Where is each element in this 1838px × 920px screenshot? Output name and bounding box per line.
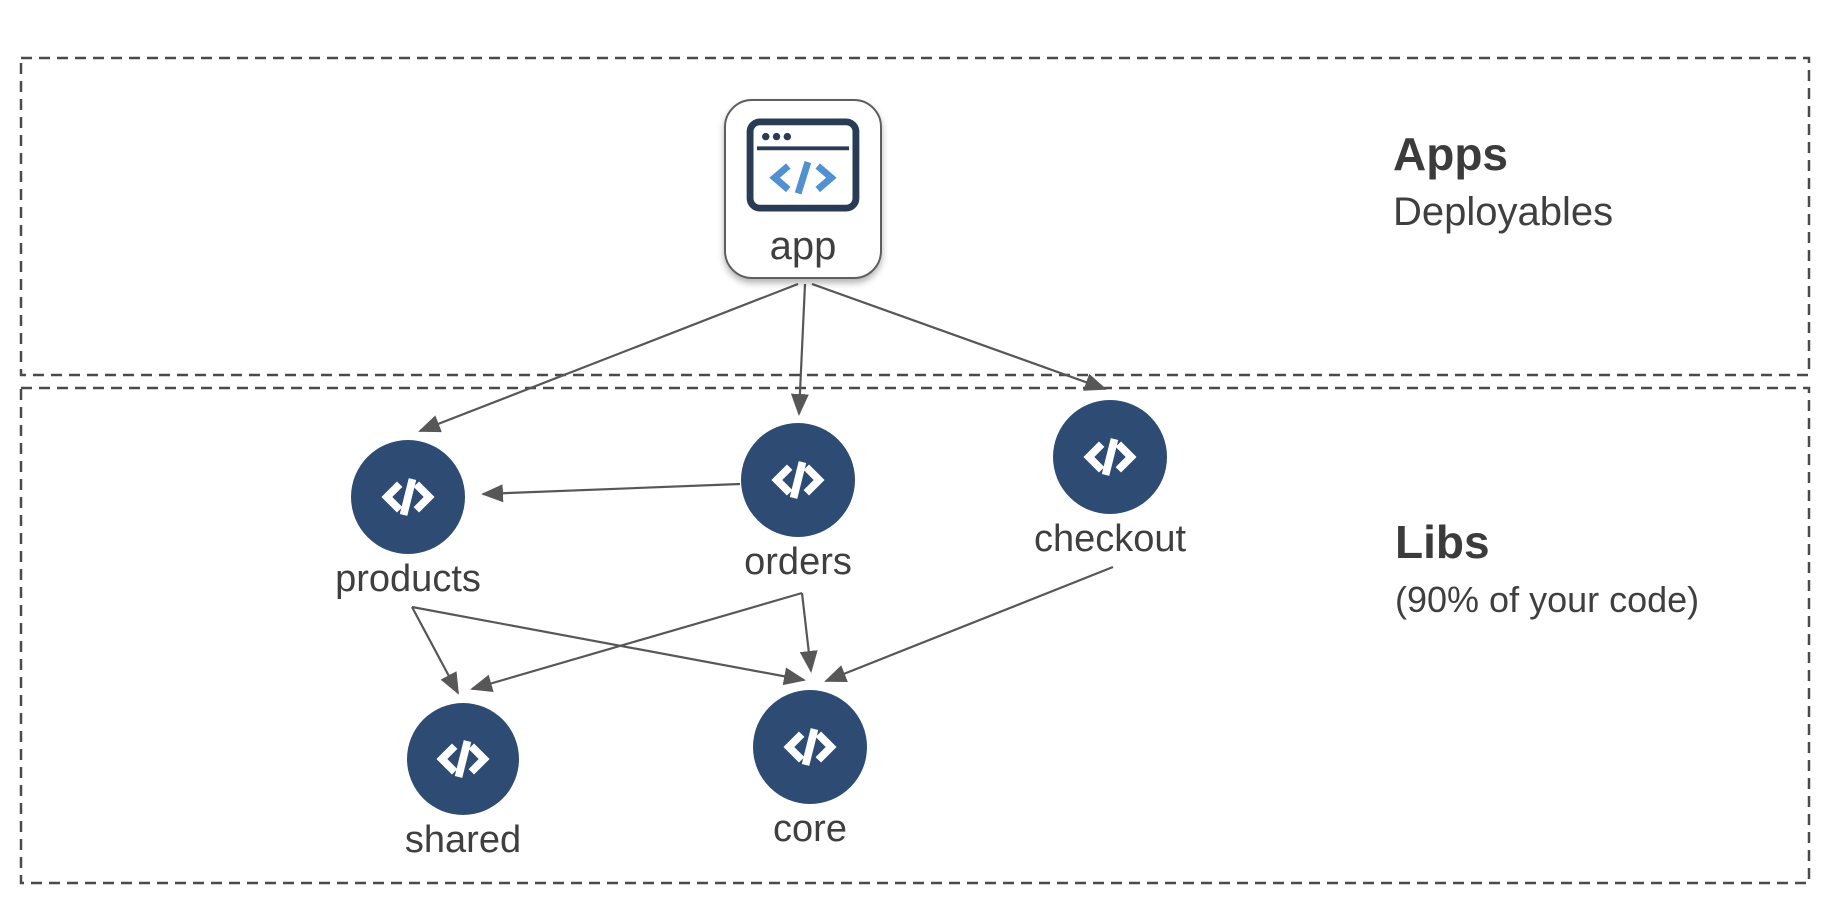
edge-products-shared bbox=[411, 606, 459, 695]
apps-region-label: Apps Deployables bbox=[1393, 128, 1613, 235]
edge-app-orders bbox=[790, 283, 809, 416]
edge-orders-products bbox=[481, 482, 741, 503]
edge-orders-shared bbox=[470, 591, 803, 693]
libs-region-title: Libs bbox=[1395, 516, 1490, 568]
edge-app-checkout bbox=[811, 282, 1107, 391]
apps-region-title: Apps bbox=[1393, 128, 1508, 180]
apps-region-border bbox=[19, 56, 1811, 377]
libs-region-border bbox=[19, 386, 1811, 885]
libs-region-label: Libs (90% of your code) bbox=[1395, 516, 1699, 620]
edge-app-products bbox=[418, 282, 799, 433]
edge-orders-core bbox=[799, 592, 818, 673]
libs-region-subtitle: (90% of your code) bbox=[1395, 578, 1700, 620]
edge-products-core bbox=[411, 605, 806, 686]
edge-checkout-core bbox=[824, 565, 1114, 683]
apps-region-subtitle: Deployables bbox=[1393, 189, 1614, 234]
